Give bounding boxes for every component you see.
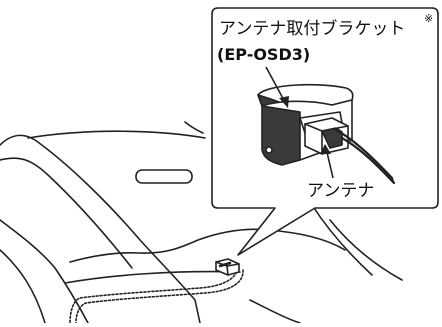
car-body-outline [0, 134, 201, 324]
antenna-cable [334, 128, 394, 180]
roof-line [184, 121, 204, 134]
bracket-illustration [257, 83, 396, 185]
car-windshield-drawing [0, 121, 403, 324]
callout-box: アンテナ取付ブラケット ※ (EP-OSD3) [211, 7, 439, 256]
antenna-pointer-arrow [320, 144, 334, 179]
dashboard-curve [69, 228, 346, 263]
antenna-cable-route [69, 267, 239, 324]
callout-model: (EP-OSD3) [217, 45, 310, 64]
antenna-cable-route-2 [75, 269, 244, 324]
car-body-outline-inner [0, 157, 133, 269]
antenna-label: アンテナ [307, 181, 374, 201]
car-lower-line-2 [0, 249, 46, 324]
right-pillar [311, 204, 373, 276]
car-lower-line [0, 219, 89, 324]
dashboard-lower [64, 270, 241, 284]
bracket-pointer-arrow [265, 66, 289, 108]
callout-title-mark: ※ [424, 12, 433, 25]
right-pillar-2 [329, 219, 403, 281]
right-lower [249, 299, 301, 324]
rearview-mirror [135, 169, 193, 184]
windshield-top [27, 130, 206, 139]
bracket-screw [265, 146, 273, 154]
antenna-on-dashboard [215, 258, 240, 276]
callout-title: アンテナ取付ブラケット [219, 18, 405, 39]
